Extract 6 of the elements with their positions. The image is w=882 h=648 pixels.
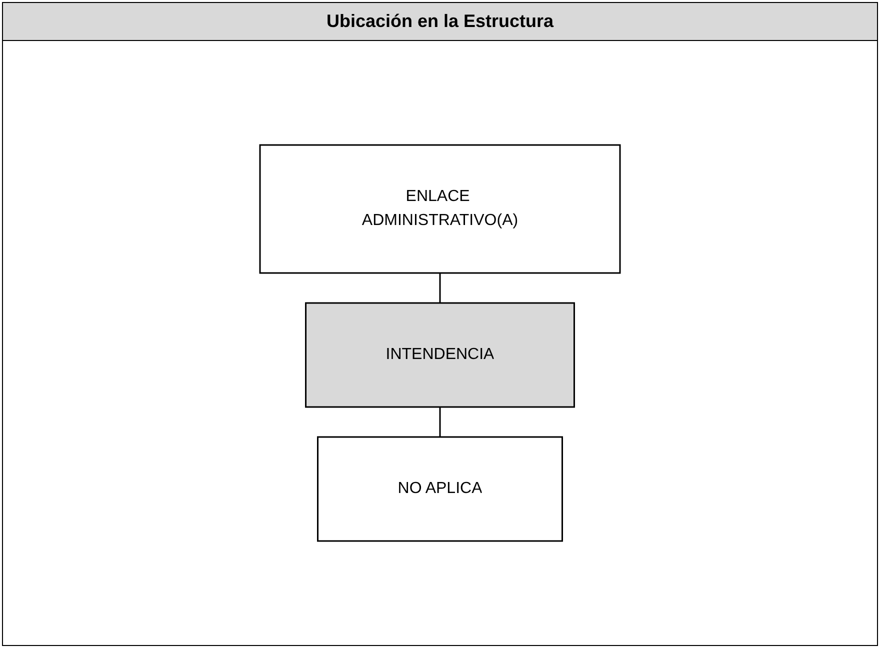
- connector: [439, 273, 441, 303]
- node-box: NO APLICA: [317, 436, 563, 542]
- node-box: INTENDENCIA: [305, 302, 575, 408]
- node-box: ENLACE ADMINISTRATIVO(A): [259, 144, 621, 274]
- connector: [439, 407, 441, 437]
- title-header: Ubicación en la Estructura: [3, 3, 877, 41]
